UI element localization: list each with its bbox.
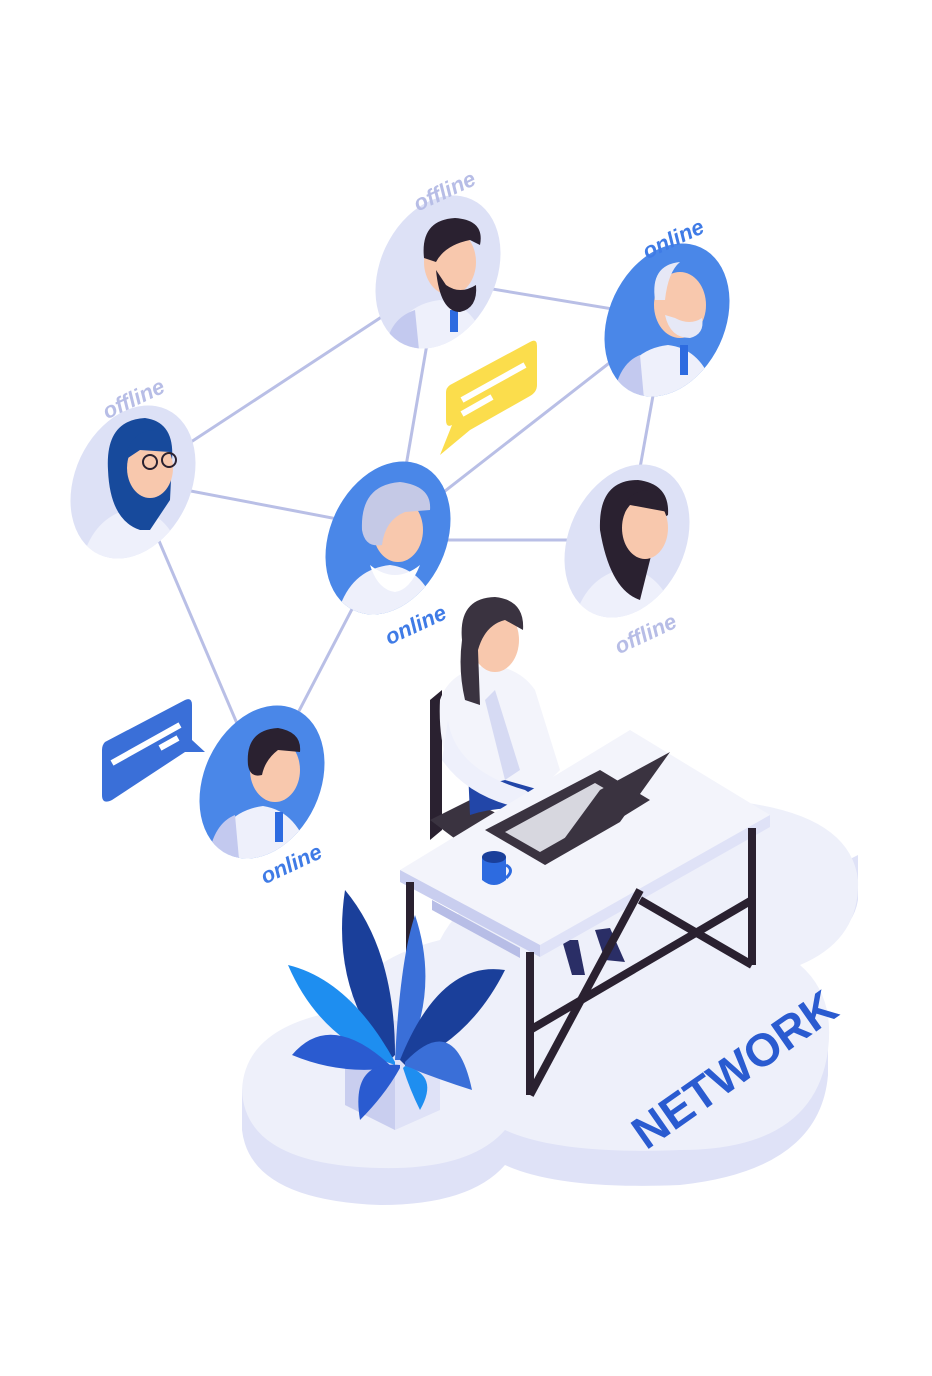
contact-avatar-left[interactable] [47,385,220,579]
potted-plant [288,890,505,1130]
laptop-icon [485,752,670,865]
blue-chat-bubble-icon [102,699,205,802]
coffee-mug-icon [482,851,512,885]
contact-avatar-center[interactable] [302,441,475,635]
contact-avatar-bottom-left[interactable] [176,685,349,879]
yellow-chat-bubble-icon [440,340,537,455]
woman-working [439,597,625,975]
contact-avatar-right[interactable] [541,444,714,638]
